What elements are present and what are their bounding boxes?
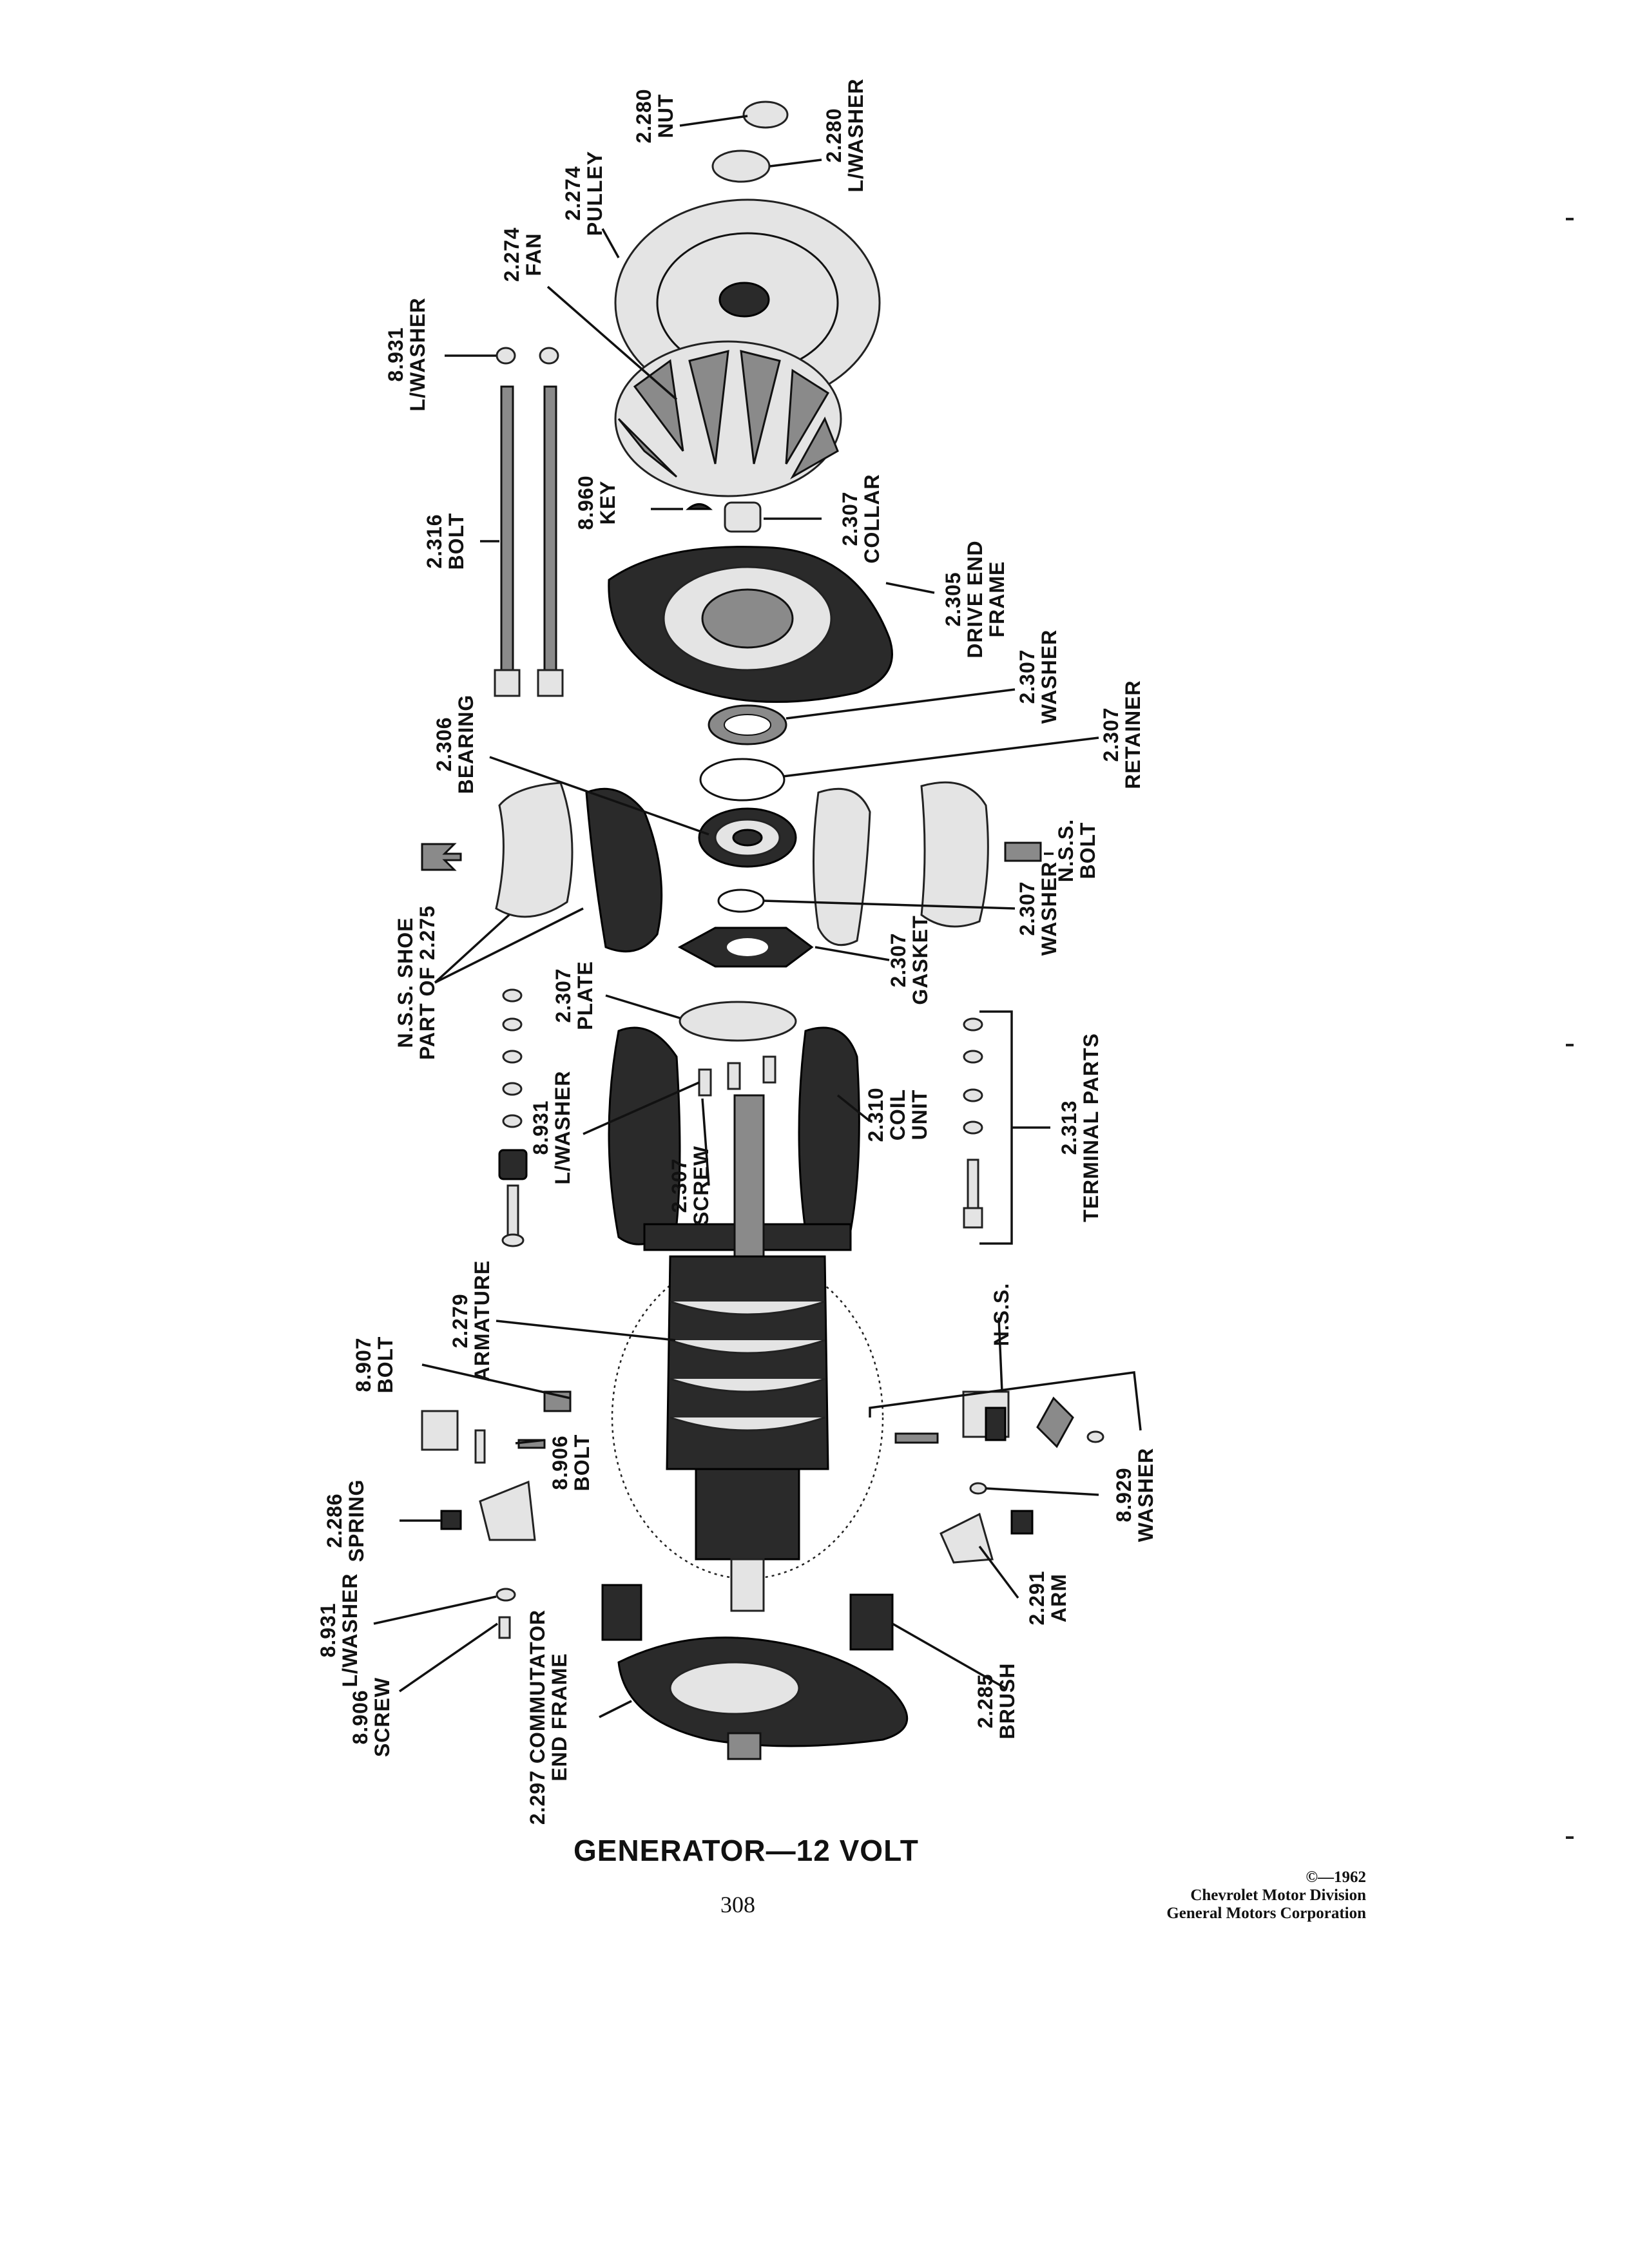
bearing-part — [698, 807, 797, 868]
terminal-parts-right-part — [963, 1017, 983, 1229]
label-key: 8.960KEY — [574, 475, 619, 530]
label-plate: 2.307PLATE — [552, 961, 597, 1030]
copyright-corporation: General Motors Corporation — [1166, 1905, 1366, 1922]
label-fan: 2.274FAN — [500, 227, 545, 282]
label-l-washer-bolt: 8.931L/WASHER — [384, 298, 429, 412]
label-bolt-long: 2.316BOLT — [423, 513, 468, 570]
label-gasket: 2.307GASKET — [887, 915, 932, 1004]
label-bearing: 2.306BEARING — [432, 695, 477, 794]
label-bolt-8907: 8.907BOLT — [352, 1336, 397, 1394]
margin-mark — [1566, 1044, 1574, 1046]
label-spring: 2.286SPRING — [323, 1479, 368, 1562]
page-number: 308 — [720, 1892, 755, 1917]
label-terminal-parts: 2.313TERMINAL PARTS — [1057, 1033, 1103, 1222]
brush-holder-right-part — [894, 1390, 1104, 1564]
pole-shoes-part — [495, 781, 989, 953]
label-bolt-8906: 8.906BOLT — [548, 1434, 593, 1492]
label-arm: 2.291ARM — [1025, 1570, 1070, 1625]
coil-units-part — [608, 1026, 860, 1251]
shoe-screw-part — [421, 843, 462, 871]
label-washer-b: 2.307WASHER — [1016, 861, 1061, 956]
label-retainer: 2.307RETAINER — [1099, 680, 1144, 789]
label-armature: 2.279ARMATURE — [448, 1260, 494, 1382]
mid-screws-part — [698, 1055, 776, 1097]
label-l-washer-mid: 8.931L/WASHER — [529, 1071, 574, 1185]
label-l-washer-top: 2.280L/WASHER — [822, 79, 867, 193]
label-washer-8929: 8.929WASHER — [1112, 1448, 1157, 1542]
margin-mark — [1566, 1836, 1574, 1839]
bottom-l-washer-part — [496, 1588, 516, 1602]
collar-part — [724, 501, 762, 533]
parts-illustration — [421, 101, 1104, 1760]
label-drive-end-frame: 2.305DRIVE ENDFRAME — [941, 540, 1008, 658]
label-shoe: N.S.S. SHOEPART OF 2.275 — [394, 905, 439, 1060]
label-nut: 2.280NUT — [632, 88, 677, 143]
nut-part — [742, 101, 789, 129]
label-brush: 2.285BRUSH — [974, 1663, 1019, 1740]
terminal-parts-left-part — [498, 988, 528, 1247]
callout-labels: 2.280NUT 2.280L/WASHER 2.274PULLEY 2.274… — [316, 79, 1157, 1825]
label-pulley: 2.274PULLEY — [561, 151, 606, 236]
armature-part — [611, 1094, 884, 1612]
margin-mark — [1566, 218, 1574, 220]
lock-washer-top-part — [711, 149, 771, 183]
copyright-notice: ©—1962 Chevrolet Motor Division General … — [1095, 1869, 1366, 1923]
figure-caption: GENERATOR—12 VOLT — [574, 1834, 919, 1867]
bottom-screw-part — [498, 1616, 511, 1639]
label-l-washer-bottom: 8.931L/WASHER — [316, 1573, 361, 1687]
fan-part — [614, 340, 842, 497]
label-nss-bolt: N.S.S.BOLT — [1054, 819, 1099, 882]
retainer-part — [699, 758, 786, 802]
brush-left-part — [601, 1584, 642, 1641]
label-washer-a: 2.307WASHER — [1016, 629, 1061, 724]
label-collar: 2.307COLLAR — [838, 474, 883, 563]
key-part — [686, 503, 713, 510]
leader-lines — [373, 115, 1142, 1718]
label-screw-mid: 2.307SCREW — [668, 1146, 713, 1225]
nss-bolt-part — [1004, 841, 1042, 862]
copyright-year: ©—1962 — [1306, 1869, 1366, 1886]
label-commutator-end-frame: 2.297 COMMUTATOREND FRAME — [526, 1610, 571, 1825]
label-nss-right: N.S.S. — [990, 1283, 1013, 1346]
long-bolts-part — [494, 347, 564, 697]
washer-b-part — [717, 889, 765, 913]
label-screw-bottom: 8.906SCREW — [349, 1677, 394, 1757]
commutator-end-frame-part — [617, 1637, 908, 1760]
plate-part — [679, 1001, 797, 1042]
brush-right-part — [849, 1593, 894, 1651]
copyright-division: Chevrolet Motor Division — [1190, 1887, 1366, 1904]
label-coil-unit: 2.310COILUNIT — [864, 1087, 931, 1142]
drive-end-frame-part — [608, 546, 893, 703]
